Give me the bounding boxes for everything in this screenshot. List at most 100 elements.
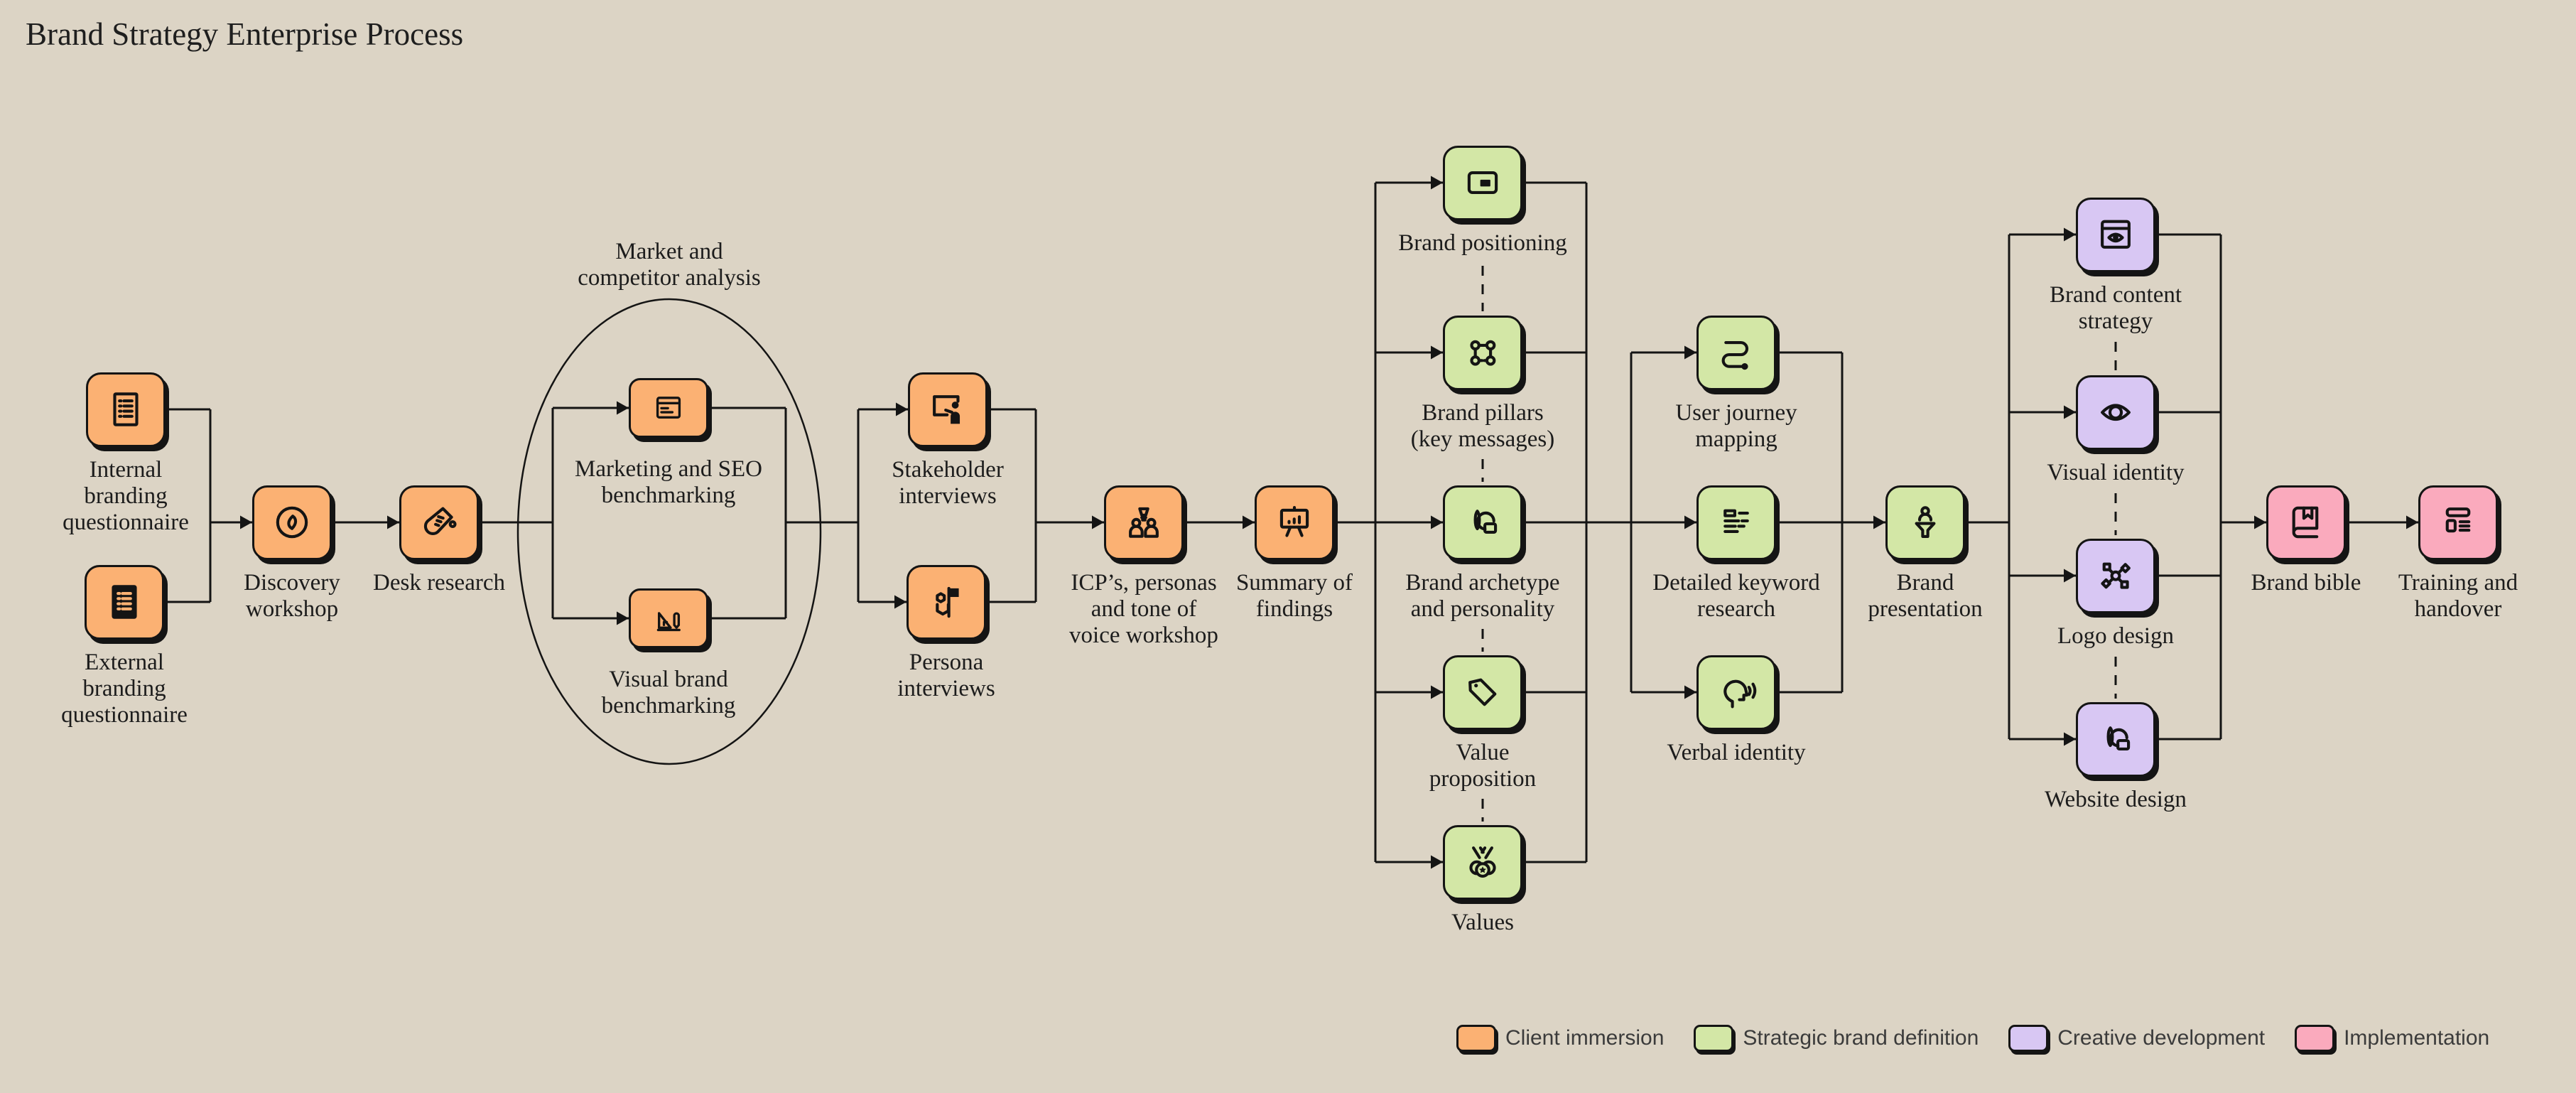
arrowhead-icon: [1092, 515, 1104, 529]
eye-icon: [2101, 404, 2131, 421]
arrowhead-icon: [2406, 515, 2418, 529]
legend-label: Creative development: [2057, 1026, 2266, 1050]
doc-list-icon: [113, 392, 139, 426]
user-journey-mapping-label: User journey mapping: [1675, 399, 1797, 452]
logo-design-node[interactable]: [2076, 538, 2155, 613]
icp-personas-tone-of-voice-workshop-node[interactable]: [1104, 485, 1184, 560]
arrowhead-icon: [2254, 515, 2266, 529]
stakeholder-interviews-label: Stakeholder interviews: [892, 456, 1004, 509]
visual-identity-label: Visual identity: [2047, 459, 2185, 485]
presenter-board-icon: [933, 395, 960, 424]
user-journey-mapping-node[interactable]: [1696, 315, 1776, 390]
internal-branding-questionnaire-label: Internal branding questionnaire: [63, 456, 189, 536]
arrowhead-icon: [240, 515, 252, 529]
stakeholder-interviews-node[interactable]: [908, 372, 987, 447]
legend-item-orange: Client immersion: [1456, 1025, 1664, 1052]
nodes-square-icon: [1470, 340, 1496, 366]
persona-interviews-label: Persona interviews: [897, 649, 995, 701]
internal-branding-questionnaire-node[interactable]: [86, 372, 166, 447]
brand-pillars-node[interactable]: [1443, 315, 1522, 390]
marketing-seo-benchmarking-label: Marketing and SEO benchmarking: [575, 456, 762, 509]
arrowhead-icon: [617, 611, 629, 625]
doc-list-filled-icon: [112, 585, 137, 619]
persona-interviews-node[interactable]: [907, 564, 986, 640]
arrowhead-icon: [2064, 405, 2076, 419]
brand-archetype-and-personality-node[interactable]: [1443, 485, 1522, 560]
value-proposition-node[interactable]: [1443, 655, 1522, 730]
website-design-label: Website design: [2045, 786, 2187, 812]
arrowhead-icon: [1684, 685, 1696, 699]
brand-content-strategy-label: Brand content strategy: [2049, 281, 2182, 334]
brand-bible-node[interactable]: [2266, 485, 2346, 560]
arrowhead-icon: [387, 515, 399, 529]
detailed-keyword-research-label: Detailed keyword research: [1652, 569, 1820, 622]
visual-brand-benchmarking-node[interactable]: [629, 588, 708, 648]
arrowhead-icon: [1684, 515, 1696, 529]
detailed-keyword-research-node[interactable]: [1696, 485, 1776, 560]
summary-of-findings-node[interactable]: [1255, 485, 1334, 560]
verbal-identity-node[interactable]: [1696, 655, 1776, 730]
brush-shape-icon: [1473, 510, 1498, 534]
cluster-label: Market and competitor analysis: [578, 239, 761, 291]
values-node[interactable]: [1443, 824, 1522, 900]
test-tube-icon: [423, 507, 457, 536]
arrowhead-icon: [1243, 515, 1255, 529]
desk-research-label: Desk research: [373, 569, 505, 596]
visual-identity-node[interactable]: [2076, 375, 2155, 450]
arrowhead-icon: [617, 401, 629, 415]
arrowhead-icon: [1431, 685, 1443, 699]
legend-item-purple: Creative development: [2008, 1025, 2265, 1052]
text-lines-icon: [1723, 509, 1749, 533]
legend-swatch-purple: [2008, 1025, 2049, 1052]
compass-icon: [276, 506, 308, 539]
marketing-seo-benchmarking-node[interactable]: [629, 378, 708, 438]
brand-positioning-node[interactable]: [1443, 145, 1522, 220]
discovery-workshop-node[interactable]: [252, 485, 332, 560]
arrowhead-icon: [894, 595, 907, 609]
brand-bible-label: Brand bible: [2251, 569, 2361, 596]
arrowhead-icon: [1431, 855, 1443, 869]
brand-positioning-label: Brand positioning: [1398, 230, 1567, 256]
route-icon: [1721, 340, 1749, 370]
legend-swatch-green: [1694, 1025, 1734, 1052]
discovery-workshop-label: Discovery workshop: [244, 569, 340, 622]
page-title: Brand Strategy Enterprise Process: [26, 16, 464, 52]
frame-dot-icon: [1467, 171, 1498, 195]
browser-text-icon: [656, 397, 681, 419]
legend-label: Client immersion: [1505, 1026, 1665, 1050]
values-label: Values: [1451, 909, 1514, 935]
legend-swatch-pink: [2295, 1025, 2335, 1052]
arrowhead-icon: [1431, 176, 1443, 190]
market-competitor-analysis-ellipse: [516, 298, 822, 765]
arrowhead-icon: [1684, 345, 1696, 360]
arrowhead-icon: [1431, 515, 1443, 529]
desk-research-node[interactable]: [399, 485, 479, 560]
value-proposition-label: Value proposition: [1429, 739, 1537, 792]
tag-icon: [1468, 678, 1497, 706]
website-design-node[interactable]: [2076, 701, 2155, 777]
head-speech-icon: [1723, 679, 1757, 709]
external-branding-questionnaire-node[interactable]: [85, 564, 164, 640]
training-and-handover-node[interactable]: [2418, 485, 2498, 560]
browser-eye-icon: [2101, 220, 2131, 249]
external-branding-questionnaire-label: External branding questionnaire: [61, 649, 188, 728]
funnel-person-icon: [1915, 506, 1936, 538]
arrowhead-icon: [2064, 569, 2076, 583]
brand-content-strategy-node[interactable]: [2076, 197, 2155, 272]
visual-brand-benchmarking-label: Visual brand benchmarking: [601, 667, 736, 719]
arrowhead-icon: [1431, 345, 1443, 360]
training-and-handover-label: Training and handover: [2398, 569, 2518, 622]
brand-presentation-node[interactable]: [1885, 485, 1965, 560]
arrowhead-icon: [1873, 515, 1885, 529]
logo-design-label: Logo design: [2057, 623, 2175, 649]
layout-list-icon: [2445, 507, 2471, 533]
legend-swatch-orange: [1456, 1025, 1496, 1052]
medal-icon: [1469, 846, 1496, 878]
easel-chart-icon: [1279, 506, 1309, 537]
legend-label: Implementation: [2344, 1026, 2490, 1050]
legend-item-pink: Implementation: [2295, 1025, 2489, 1052]
arrowhead-icon: [2064, 227, 2076, 242]
